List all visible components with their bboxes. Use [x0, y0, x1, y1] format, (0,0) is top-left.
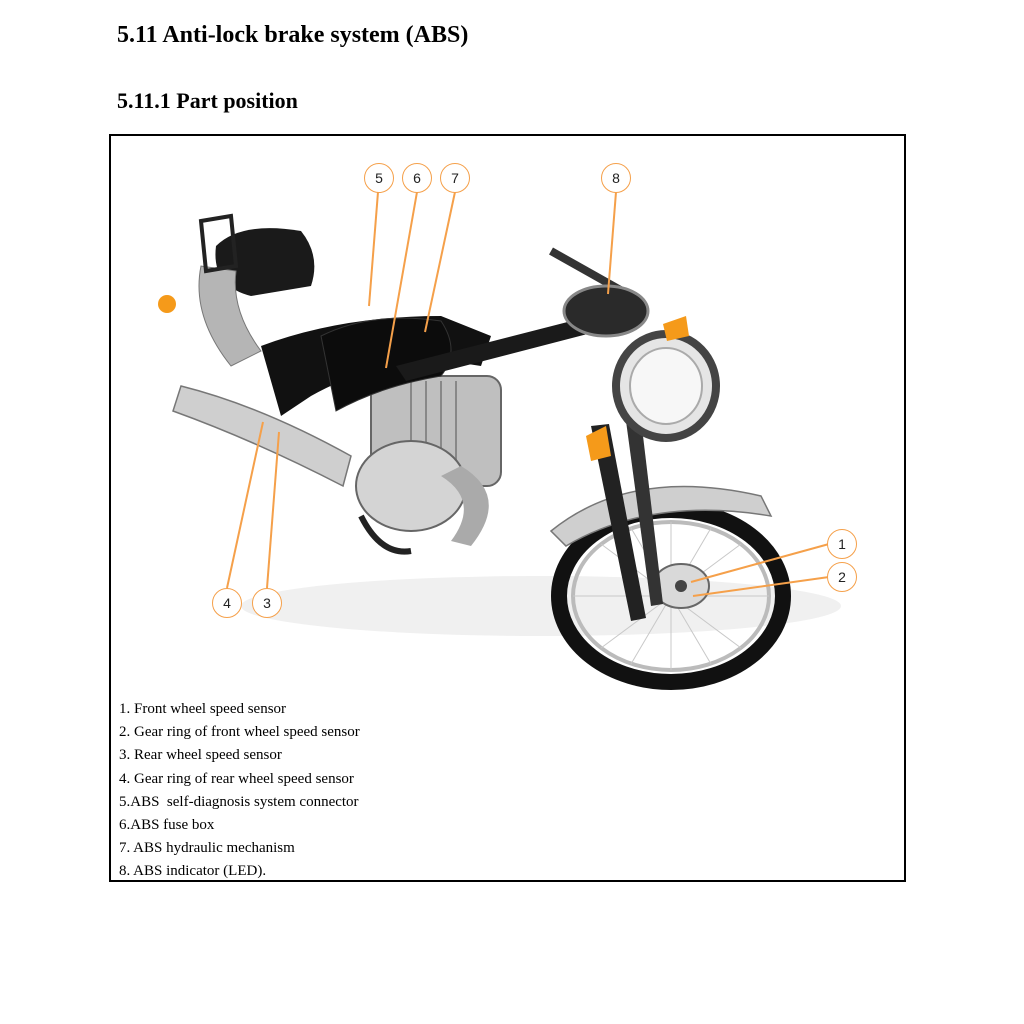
callout-4: 4 — [212, 588, 242, 618]
engine — [355, 375, 502, 546]
parts-legend: 1. Front wheel speed sensor 2. Gear ring… — [119, 698, 360, 884]
figure-frame: 5 6 7 8 1 2 4 3 1. Front wheel speed sen… — [109, 134, 906, 882]
legend-item: 1. Front wheel speed sensor — [119, 701, 287, 717]
legend-item: 7. ABS hydraulic mechanism — [119, 840, 295, 857]
callout-2: 2 — [827, 562, 857, 592]
callout-8: 8 — [601, 163, 631, 193]
callout-6: 6 — [402, 163, 432, 193]
callout-3: 3 — [252, 588, 282, 618]
legend-item: 2. Gear ring of front wheel speed sensor — [119, 724, 360, 741]
callout-7: 7 — [440, 163, 470, 193]
legend-item: 6.ABS fuse box — [119, 817, 215, 834]
legend-item: 4. Gear ring of rear wheel speed sensor — [119, 770, 354, 787]
subsection-heading: 5.11.1 Part position — [117, 88, 298, 113]
motorcycle-photo — [158, 191, 841, 690]
callout-5: 5 — [364, 163, 394, 193]
legend-item: 5.ABS self-diagnosis system connector — [119, 793, 359, 810]
front-wheel — [551, 502, 791, 690]
legend-item: 3. Rear wheel speed sensor — [119, 747, 282, 764]
legend-item: 8. ABS indicator (LED). — [119, 863, 267, 880]
section-heading: 5.11 Anti-lock brake system (ABS) — [117, 22, 469, 48]
callout-1: 1 — [827, 529, 857, 559]
